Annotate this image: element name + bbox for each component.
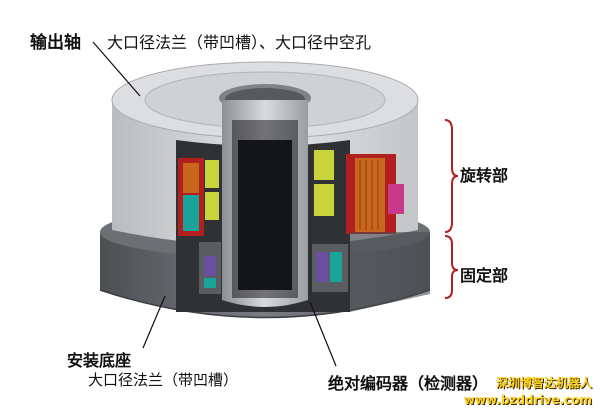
mounting-base-description: 大口径法兰（带凹槽） — [88, 371, 239, 389]
rotating-part-label: 旋转部 — [460, 166, 509, 185]
left-internal-components — [178, 158, 221, 294]
right-internal-components — [312, 150, 430, 312]
fixed-part-label: 固定部 — [460, 266, 509, 285]
absolute-encoder-label: 绝对编码器（检测器） — [328, 374, 489, 393]
watermark-name: 深圳博智达机器人 — [495, 376, 592, 390]
output-shaft-label: 输出轴 — [30, 33, 81, 53]
output-shaft-description: 大口径法兰（带凹槽）、大口径中空孔 — [107, 33, 372, 52]
watermark-url: www.bzddrive.com — [463, 393, 592, 407]
annotation-lines — [92, 41, 459, 367]
mounting-base-label: 安装底座 — [67, 351, 132, 370]
